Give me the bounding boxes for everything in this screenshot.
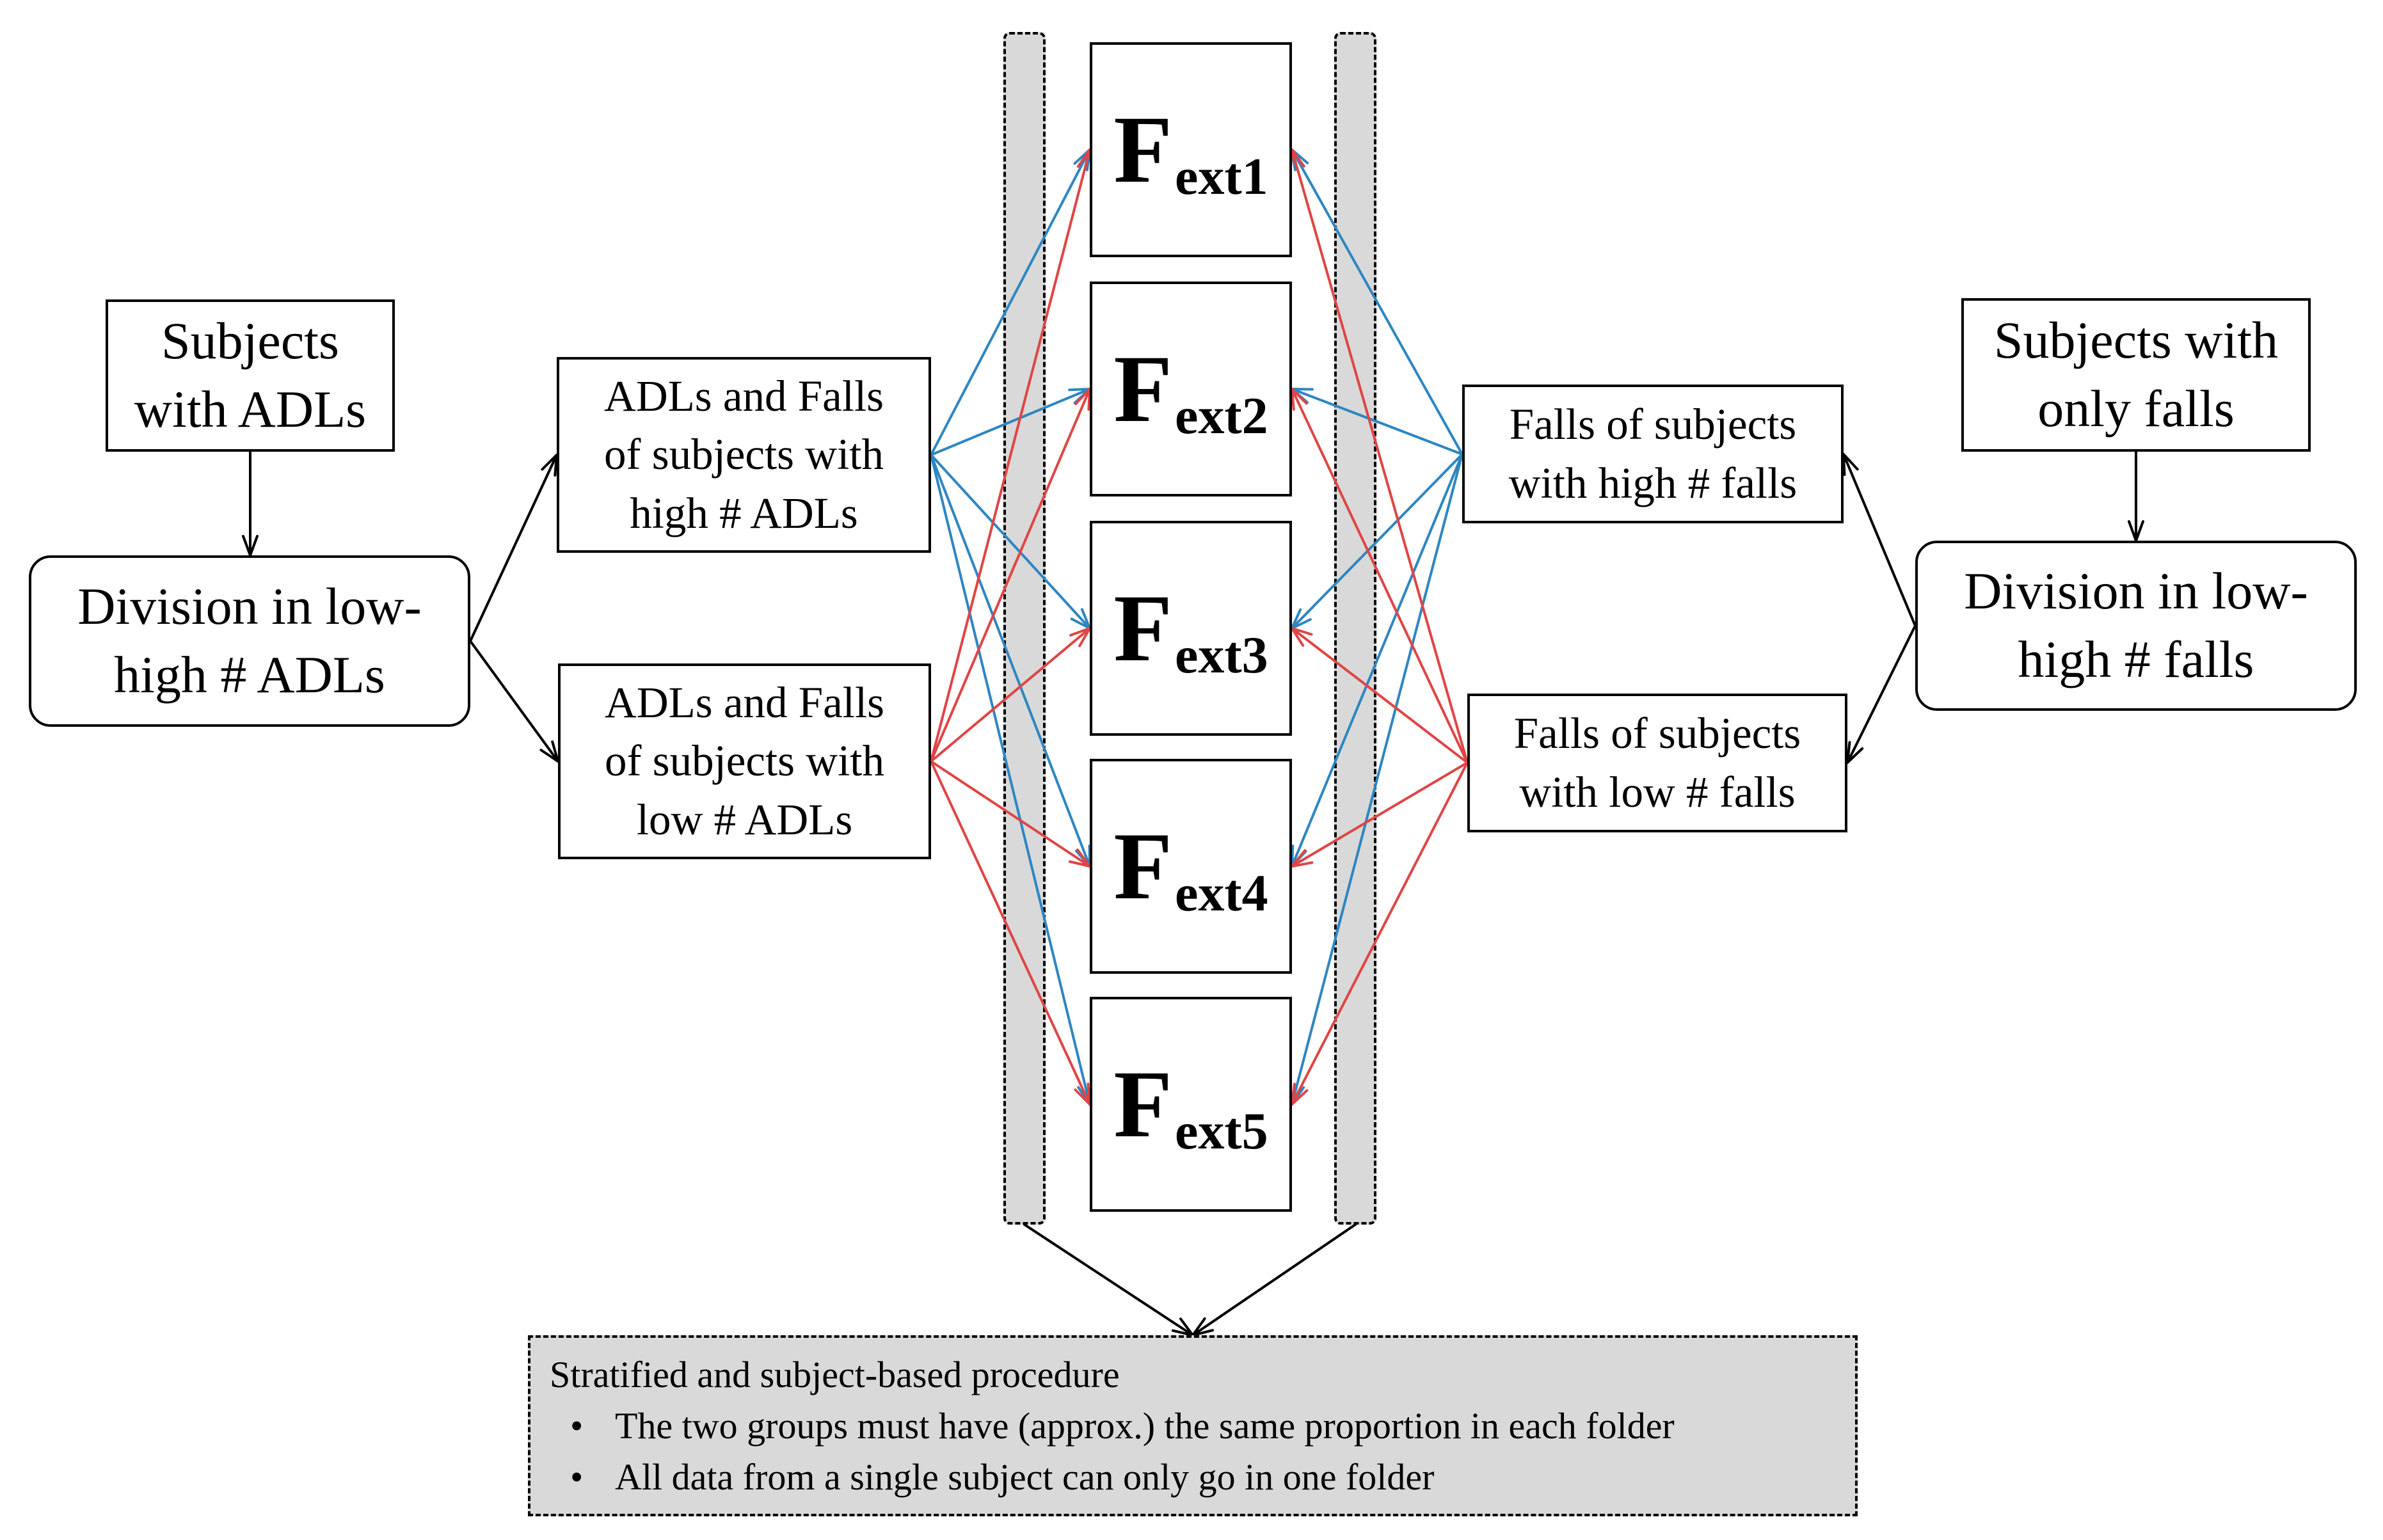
fold-ext1-sub: ext1: [1174, 147, 1268, 205]
division-adls-box: Division in low- high # ADLs: [29, 555, 470, 727]
fold-ext1-main: F: [1113, 97, 1172, 203]
high-falls-to-fold-arrow: [1291, 453, 1463, 630]
fold-ext2-sub: ext2: [1174, 386, 1268, 445]
low-falls-to-fold-arrow: [1289, 148, 1469, 764]
fold-ext5-sub: ext5: [1174, 1102, 1268, 1160]
procedure-bullet-2-text: All data from a single subject can only …: [615, 1456, 1435, 1498]
low-falls-to-fold-arrow: [1291, 627, 1469, 764]
division-adls-label: Division in low- high # ADLs: [77, 577, 422, 704]
high-adls-group-box: ADLs and Falls of subjects with high # A…: [557, 357, 931, 553]
source-to-division-arrow: [242, 450, 259, 557]
fold-ext4-main: F: [1113, 813, 1172, 919]
source-to-division-arrow: [2128, 450, 2144, 542]
subjects-only-falls-box: Subjects with only falls: [1961, 298, 2311, 452]
procedure-title: Stratified and subject-based procedure: [550, 1354, 1120, 1395]
low-falls-group-label: Falls of subjects with low # falls: [1513, 709, 1801, 816]
low-adls-group-label: ADLs and Falls of subjects with low # AD…: [605, 678, 884, 844]
division-falls-box: Division in low- high # falls: [1915, 541, 2357, 711]
bullet-mark: •: [570, 1456, 584, 1498]
high-falls-group-box: Falls of subjects with high # falls: [1462, 385, 1844, 523]
right-dashed-bar: [1334, 32, 1376, 1225]
low-falls-to-fold-arrow: [1291, 761, 1469, 868]
division-to-low-arrow: [469, 640, 559, 763]
subjects-only-falls-label: Subjects with only falls: [1993, 311, 2279, 438]
procedure-bullet-1-text: The two groups must have (approx.) the s…: [615, 1405, 1675, 1447]
high-adls-group-label: ADLs and Falls of subjects with high # A…: [604, 372, 884, 537]
low-falls-to-fold-arrow: [1291, 388, 1469, 764]
low-adls-group-box: ADLs and Falls of subjects with low # AD…: [558, 663, 931, 859]
high-falls-to-fold-arrow: [1291, 388, 1463, 456]
fold-ext3-main: F: [1113, 575, 1172, 681]
division-falls-label: Division in low- high # falls: [1964, 562, 2308, 688]
high-falls-to-fold-arrow: [1291, 453, 1463, 868]
bullet-mark: •: [570, 1405, 584, 1447]
left-dashed-bar: [1003, 32, 1046, 1225]
division-to-low-arrow: [1846, 624, 1917, 764]
division-to-high-arrow: [469, 454, 558, 642]
procedure-note-box: Stratified and subject-based procedure •…: [528, 1335, 1858, 1516]
fold-ext4-sub: ext4: [1174, 864, 1268, 922]
left-bar-to-procedure-arrow: [1023, 1223, 1194, 1337]
division-to-high-arrow: [1842, 453, 1917, 627]
procedure-bullet-1: • The two groups must have (approx.) the…: [550, 1401, 1836, 1452]
procedure-bullet-2: • All data from a single subject can onl…: [550, 1452, 1836, 1503]
high-falls-group-label: Falls of subjects with high # falls: [1508, 400, 1797, 507]
fold-ext3-sub: ext3: [1174, 626, 1268, 684]
low-falls-to-fold-arrow: [1291, 761, 1469, 1106]
fold-ext2-main: F: [1113, 336, 1172, 442]
high-falls-to-fold-arrow: [1291, 148, 1463, 456]
low-falls-group-box: Falls of subjects with low # falls: [1467, 694, 1847, 832]
subjects-with-adls-box: Subjects with ADLs: [106, 299, 395, 452]
fold-ext5-main: F: [1113, 1051, 1172, 1157]
right-bar-to-procedure-arrow: [1192, 1223, 1357, 1337]
subjects-with-adls-label: Subjects with ADLs: [134, 312, 367, 438]
